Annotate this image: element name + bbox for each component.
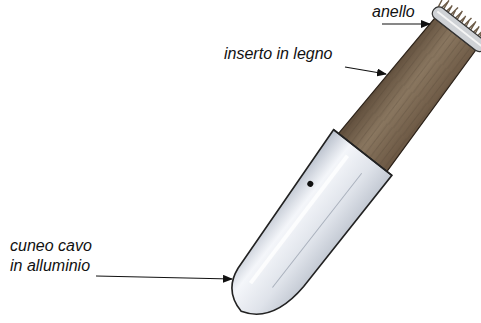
aluminium-wedge (210, 130, 391, 323)
wedge-rim (334, 130, 392, 176)
leader-arrow (382, 23, 430, 24)
wedge-facet (272, 173, 361, 287)
leader-arrow (345, 67, 386, 74)
ring-highlight (437, 12, 481, 46)
fringe-stroke (437, 0, 443, 7)
wedge-highlight (249, 156, 349, 283)
tool (210, 0, 481, 323)
leader-arrow (96, 276, 232, 279)
ring (430, 4, 481, 54)
part-label: inserto in legno (224, 44, 333, 64)
wedge-hole (306, 180, 314, 188)
part-label: anello (372, 2, 415, 22)
part-label: cuneo cavo in alluminio (10, 236, 102, 276)
